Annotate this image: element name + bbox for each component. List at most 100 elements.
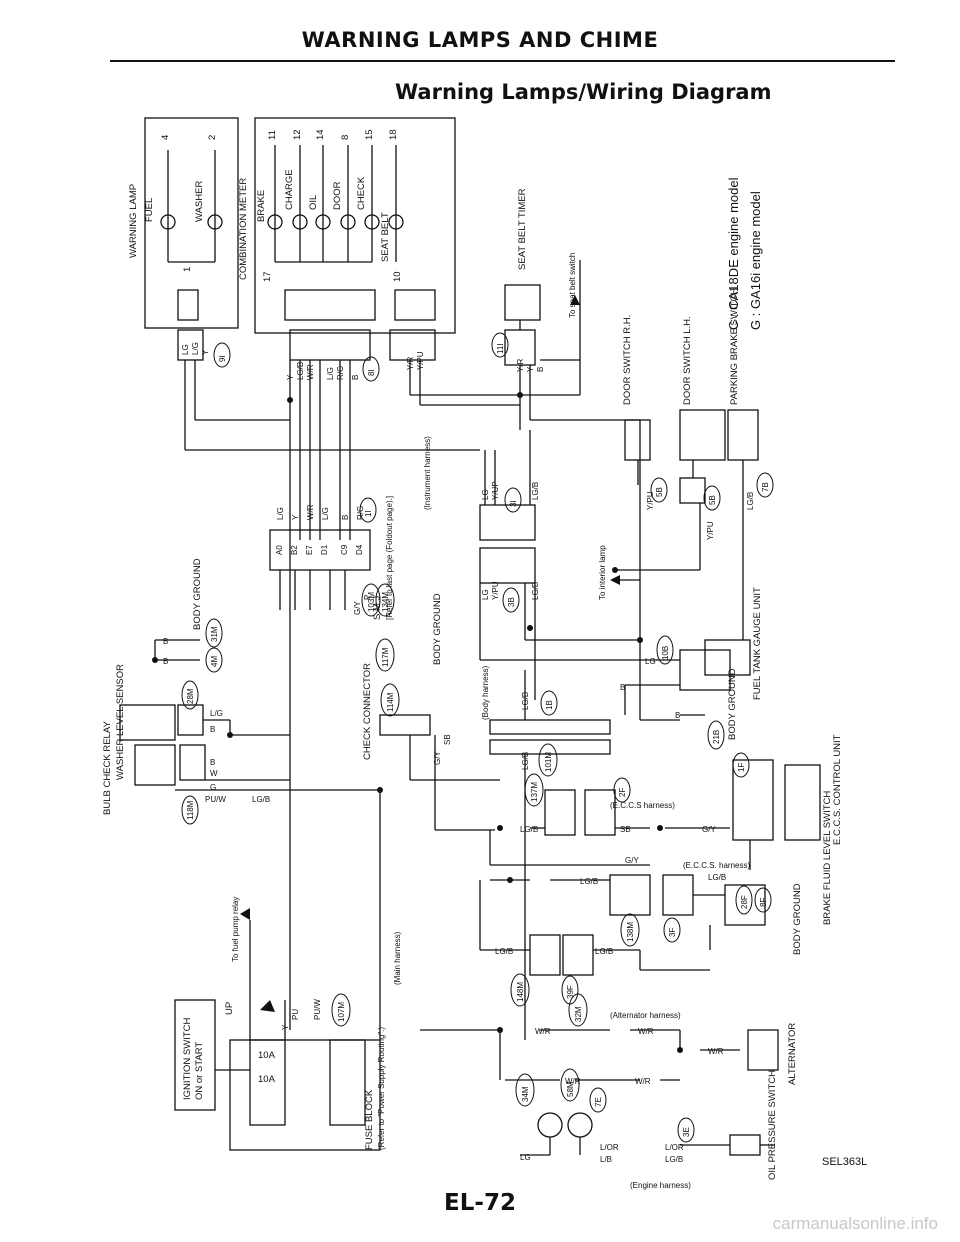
legend-g: G : GA16i engine model bbox=[748, 191, 763, 330]
connector-7b: 7B bbox=[761, 482, 770, 492]
oil-pressure-switch-box bbox=[729, 1134, 761, 1156]
alternator-label: ALTERNATOR bbox=[787, 1023, 798, 1085]
connector-3b: 3B bbox=[507, 597, 516, 607]
eccs-control-unit-label: E.C.C.S. CONTROL UNIT bbox=[832, 734, 843, 845]
smj-pin-4: C9 bbox=[340, 544, 349, 555]
wire-lb-1: L/B bbox=[600, 1155, 612, 1164]
connector-1f: 1F bbox=[737, 763, 746, 772]
connector-58m: 58M bbox=[566, 1081, 575, 1097]
door-switch-rh-label: DOOR SWITCH R.H. bbox=[622, 315, 633, 405]
wire-lgb-4: LG/B bbox=[746, 492, 755, 510]
connector-tag: 107M bbox=[331, 993, 351, 1027]
pin-meter-0: 11 bbox=[267, 130, 278, 140]
alternator-harness-label: (Alternator harness) bbox=[610, 1011, 681, 1020]
wire-gy-1: G/Y bbox=[353, 601, 362, 615]
main-harness-label: (Main harness) bbox=[393, 931, 402, 985]
wire-lg-2: LG bbox=[481, 489, 490, 500]
connector-101m: 101M bbox=[544, 752, 553, 772]
to-fuel-pump-relay-label: To fuel pump relay bbox=[231, 897, 240, 962]
smj-connector bbox=[269, 529, 371, 571]
body-ground-label-1: BODY GROUND bbox=[192, 558, 203, 630]
wire-rg-1: R/G bbox=[336, 366, 345, 380]
wire-lgb-12: LG/B bbox=[595, 947, 613, 956]
smj-note: [Refer to last page (Foldout page).] bbox=[385, 496, 394, 620]
body-ground-label-4: BODY GROUND bbox=[792, 883, 803, 955]
parking-brake-switch-label: PARKING BRAKE SWITCH bbox=[729, 288, 740, 405]
diagram-title: Warning Lamps/Wiring Diagram bbox=[395, 80, 772, 104]
wire-b-5: B bbox=[675, 711, 680, 720]
pin-meter-2: 14 bbox=[315, 129, 326, 140]
watermark: carmanualsonline.info bbox=[772, 1214, 938, 1233]
fuel-label: FUEL bbox=[144, 198, 155, 222]
connector-5b: 5B bbox=[655, 487, 664, 497]
wire-lor-2: L/OR bbox=[665, 1143, 684, 1152]
bulb-check-relay bbox=[134, 744, 176, 786]
smj-label: S.M.J. bbox=[372, 593, 383, 620]
to-seat-belt-switch-label: To seat belt switch bbox=[568, 253, 577, 318]
pin-meter-5: 18 bbox=[388, 129, 399, 140]
wire-b-7: B bbox=[163, 657, 168, 666]
connector-10b: 10B bbox=[661, 646, 670, 660]
connector-3e: 3E bbox=[682, 1127, 691, 1137]
connector-tag: 3I bbox=[504, 487, 522, 513]
body-ground-label-3: BODY GROUND bbox=[727, 668, 738, 740]
ignition-switch-box bbox=[174, 999, 216, 1111]
wire-y-2: Y bbox=[286, 374, 295, 380]
body-harness-label: (Body harness) bbox=[481, 665, 490, 720]
wire-wr-5: W/R bbox=[708, 1047, 724, 1056]
reference-code: SEL363L bbox=[822, 1156, 868, 1168]
wire-lgb-10: LG/B bbox=[708, 873, 726, 882]
wire-g: G bbox=[210, 783, 216, 792]
wire-lg-3: LG bbox=[481, 589, 490, 600]
wire-gy-4: G/Y bbox=[625, 856, 639, 865]
wire-lg-s-3: L/G bbox=[276, 507, 285, 520]
connector-4m: 4M bbox=[210, 656, 219, 667]
wire-sb-1: SB bbox=[443, 734, 452, 745]
wire-y-1: Y bbox=[201, 349, 210, 355]
pin-fuel: 4 bbox=[160, 135, 171, 140]
pin-lamp-common: 1 bbox=[182, 267, 193, 272]
smj-pin-5: D4 bbox=[355, 544, 364, 555]
check-label: CHECK bbox=[356, 176, 367, 210]
charge-label: CHARGE bbox=[284, 169, 295, 210]
wire-lgb-2: LG/B bbox=[531, 482, 540, 500]
combination-meter-box bbox=[254, 117, 456, 334]
connector-tag: 9I bbox=[213, 342, 231, 368]
connector-tag: 31M bbox=[205, 618, 223, 648]
connector-3i: 3I bbox=[509, 500, 518, 507]
connector-8i: 8I bbox=[367, 369, 376, 376]
connector-tag: 8F bbox=[754, 887, 772, 913]
connector-tag: 28F bbox=[735, 885, 753, 915]
fuse-10a-label-1: 10A bbox=[258, 1050, 276, 1061]
wire-b-4: B bbox=[620, 683, 625, 692]
eccs-harness-label: (E.C.C.S harness) bbox=[610, 801, 675, 810]
connector-32m: 32M bbox=[574, 1006, 583, 1022]
connector-117m: 117M bbox=[381, 647, 390, 667]
wire-p: P bbox=[363, 595, 372, 600]
to-interior-lamp-label: To interior lamp bbox=[598, 545, 607, 600]
connector-tag: 1I bbox=[359, 497, 377, 523]
connector-103m: 103M bbox=[367, 592, 376, 612]
connector-tag: 137M bbox=[524, 773, 544, 807]
warning-lamp-box bbox=[144, 117, 239, 329]
wire-lgb-6: LG/B bbox=[521, 692, 530, 710]
eccs-control-unit-box bbox=[732, 759, 774, 841]
wire-yup: Y/UP bbox=[491, 481, 500, 500]
connector-137m: 137M bbox=[530, 782, 539, 802]
wire-w: W bbox=[210, 769, 218, 778]
wire-ypu-3: Y/PU bbox=[646, 491, 655, 510]
connector-148m: 148M bbox=[516, 982, 525, 1002]
alternator-box bbox=[747, 1029, 779, 1071]
connector-9i: 9I bbox=[218, 355, 227, 362]
smj-pin-3: D1 bbox=[320, 544, 329, 555]
fuel-tank-gauge-label: FUEL TANK GAUGE UNIT bbox=[752, 587, 763, 700]
wire-wr-6: W/R bbox=[565, 1077, 581, 1086]
connector-tag: 34M bbox=[515, 1073, 535, 1107]
connector-tag: 101M bbox=[538, 743, 558, 777]
connector-tag: 5B bbox=[650, 477, 668, 503]
connector-3f: 3F bbox=[668, 928, 677, 937]
connector-tag: 8I bbox=[362, 356, 380, 382]
smj-pin-2: E7 bbox=[305, 545, 314, 555]
connector-21b: 21B bbox=[712, 730, 721, 744]
